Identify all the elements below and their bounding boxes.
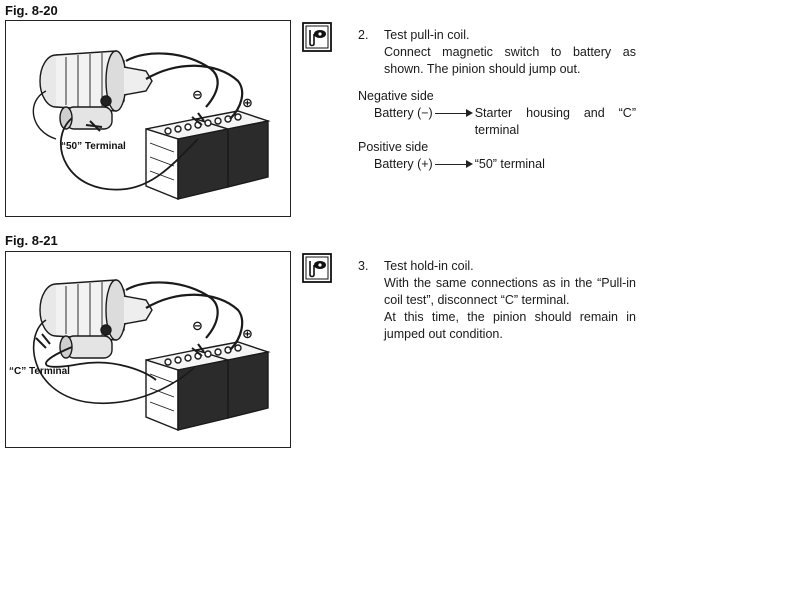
negative-connection: Battery (−) Starter housing and “C” term… — [358, 105, 636, 139]
starter-battery-illustration — [32, 50, 271, 201]
step-title: Test hold-in coil. — [384, 259, 474, 273]
figure-label: Fig. 8-20 — [5, 3, 58, 18]
step-3: 3. Test hold-in coil. With the same conn… — [358, 258, 636, 343]
negative-battery: Battery (−) — [374, 106, 433, 120]
positive-connection: Battery (+) “50” terminal — [358, 156, 636, 173]
connection-spec: Negative side Battery (−) Starter housin… — [358, 88, 636, 173]
figure-hold-in-coil-test: “C” Terminal ⊖ ⊕ — [5, 251, 291, 448]
positive-battery: Battery (+) — [374, 157, 433, 171]
starter-battery-illustration — [32, 279, 271, 432]
step-title: Test pull-in coil. — [384, 28, 470, 42]
positive-target: “50” terminal — [474, 157, 545, 171]
step-text: Connect magnetic switch to battery as sh… — [384, 45, 636, 76]
step-text-result: At this time, the pinion should remain i… — [384, 310, 636, 341]
negative-side-title: Negative side — [358, 89, 434, 103]
negative-target: Starter housing and “C” terminal — [474, 106, 636, 137]
step-number: 2. — [358, 28, 369, 42]
battery-minus-symbol: ⊖ — [192, 87, 203, 102]
battery-plus-symbol: ⊕ — [242, 95, 253, 110]
terminal-c-label: “C” Terminal — [9, 366, 70, 377]
inspection-eye-icon — [302, 22, 332, 52]
inspection-eye-icon — [302, 253, 332, 283]
step-number: 3. — [358, 259, 369, 273]
step-2: 2. Test pull-in coil. Connect magnetic s… — [358, 27, 636, 173]
step-text: With the same connections as in the “Pul… — [384, 276, 636, 307]
arrow-right-icon — [434, 158, 473, 170]
battery-plus-symbol: ⊕ — [242, 326, 253, 341]
arrow-right-icon — [434, 107, 473, 119]
positive-side-title: Positive side — [358, 140, 429, 154]
battery-minus-symbol: ⊖ — [192, 318, 203, 333]
terminal-50-label: “50” Terminal — [61, 141, 126, 152]
figure-label: Fig. 8-21 — [5, 233, 58, 248]
figure-pull-in-coil-test: “50” Terminal ⊖ ⊕ — [5, 20, 291, 217]
